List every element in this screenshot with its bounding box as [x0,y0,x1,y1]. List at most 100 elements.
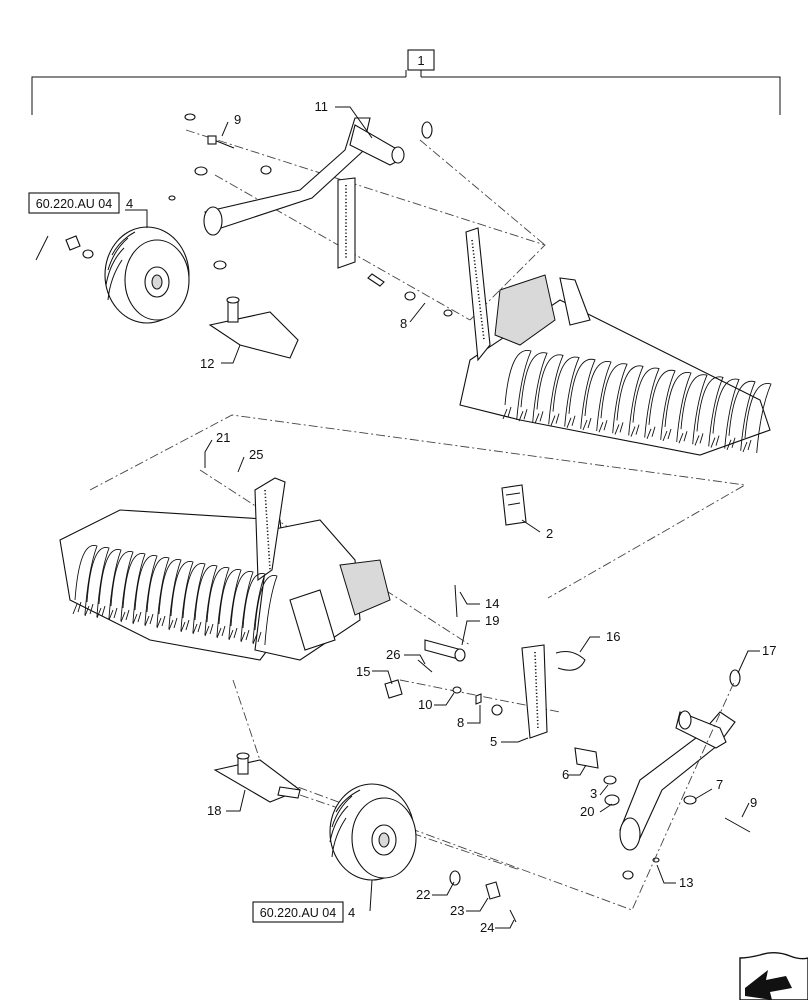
callout-2: 2 [546,526,553,541]
rake-tine-tip [120,609,130,623]
rake-tine-tip [156,615,166,629]
upper-wheel [35,226,190,324]
rake-tine [648,369,676,440]
callout-numbers: 11 9 4 8 12 21 25 2 14 19 16 26 17 15 10… [126,99,776,935]
lower-wheel-reference[interactable]: 60.220.AU 04 [252,901,344,923]
callout-8-lower: 8 [457,715,464,730]
rake-tine-tip [662,428,672,442]
callout-19: 19 [485,613,499,628]
rake-tine [74,545,98,616]
reference-label-upper[interactable]: 60.220.AU 04 [36,197,112,211]
rake-tine [616,365,644,436]
rake-tine [146,557,170,628]
callout-10: 10 [418,697,432,712]
lower-wheel [329,783,517,923]
rake-tine [680,374,708,445]
assembly-bracket: 1 [31,49,781,115]
rake-tine [536,354,564,425]
callout-5: 5 [490,734,497,749]
upper-wheel-reference[interactable]: 60.220.AU 04 [28,192,120,214]
rake-tine-tip [630,424,640,437]
callout-4-lower: 4 [348,905,355,920]
callout-18: 18 [207,803,221,818]
rake-tine [230,571,254,642]
callout-7: 7 [716,777,723,792]
rake-tine [170,561,194,632]
callout-6: 6 [562,767,569,782]
rake-tine [122,553,146,624]
lower-rake-tines [72,545,278,646]
rake-tine [600,363,628,434]
rake-tine-tip [726,437,736,450]
upper-mounting-plate [208,296,299,359]
rake-tine-tip [502,406,512,420]
rake-tine-tip [614,422,624,435]
rake-tine [504,350,532,421]
callout-21: 21 [216,430,230,445]
rake-tine [98,549,122,620]
rake-tine-tip [228,627,238,641]
rake-tine-tip [72,601,82,615]
rake-tine [86,547,110,618]
rake-tine-tip [168,617,178,631]
callout-11: 11 [315,99,329,114]
rake-tine-tip [742,439,752,453]
rake-tine [632,367,660,438]
rake-tine [194,565,218,636]
rake-tine-tip [216,625,226,639]
decal-part [501,484,527,526]
lower-rake-section [59,477,391,661]
rake-tine [206,567,230,638]
rake-tine-tip [694,433,704,446]
rake-tine [158,559,182,630]
rake-tine-tip [646,426,656,439]
rake-tine [182,563,206,634]
upper-wheel-arm [203,117,405,236]
next-page-arrow-icon[interactable] [739,952,808,1000]
callout-24: 24 [480,920,494,935]
callout-22: 22 [416,887,430,902]
reference-label-lower[interactable]: 60.220.AU 04 [260,906,336,920]
upper-assembly-outline [185,129,546,321]
rake-tine-tip [550,413,560,426]
rake-tine-tip [678,431,688,444]
rake-tine-tip [204,623,214,637]
callout-leaders [125,106,760,929]
rake-tine-tip [598,420,608,433]
rake-tine-tip [180,619,190,633]
rake-tine-tip [84,603,94,617]
rake-tine-tip [566,415,576,428]
callout-4-upper: 4 [126,196,133,211]
callout-25: 25 [249,447,263,462]
callout-13: 13 [679,875,693,890]
callout-20: 20 [580,804,594,819]
callout-16: 16 [606,629,620,644]
rake-tine [584,361,612,432]
rake-tine [242,573,266,644]
rake-tine-tip [192,621,202,635]
rake-tine-tip [534,411,544,424]
callout-12: 12 [200,356,214,371]
rake-tine [218,569,242,640]
callout-17: 17 [762,643,776,658]
callout-9-upper: 9 [234,112,241,127]
lower-hardware [384,584,741,716]
callout-3: 3 [590,786,597,801]
rake-tine-tip [518,409,528,422]
upper-rake-section [459,227,772,456]
callout-9-lower: 9 [750,795,757,810]
upper-adjustment-rack [337,177,356,269]
callout-14: 14 [485,596,499,611]
lower-mounting-plate [213,752,302,803]
callout-15: 15 [356,664,370,679]
lower-wheel-arm [574,710,751,880]
rake-tine [744,383,772,454]
upper-rake-tines [502,350,772,454]
rake-tine [110,551,134,622]
assembly-number: 1 [417,53,424,68]
upper-hardware [168,113,453,317]
rake-tine-tip [108,607,118,621]
rake-tine-tip [96,605,106,619]
callout-23: 23 [450,903,464,918]
rake-tine-tip [582,417,592,431]
